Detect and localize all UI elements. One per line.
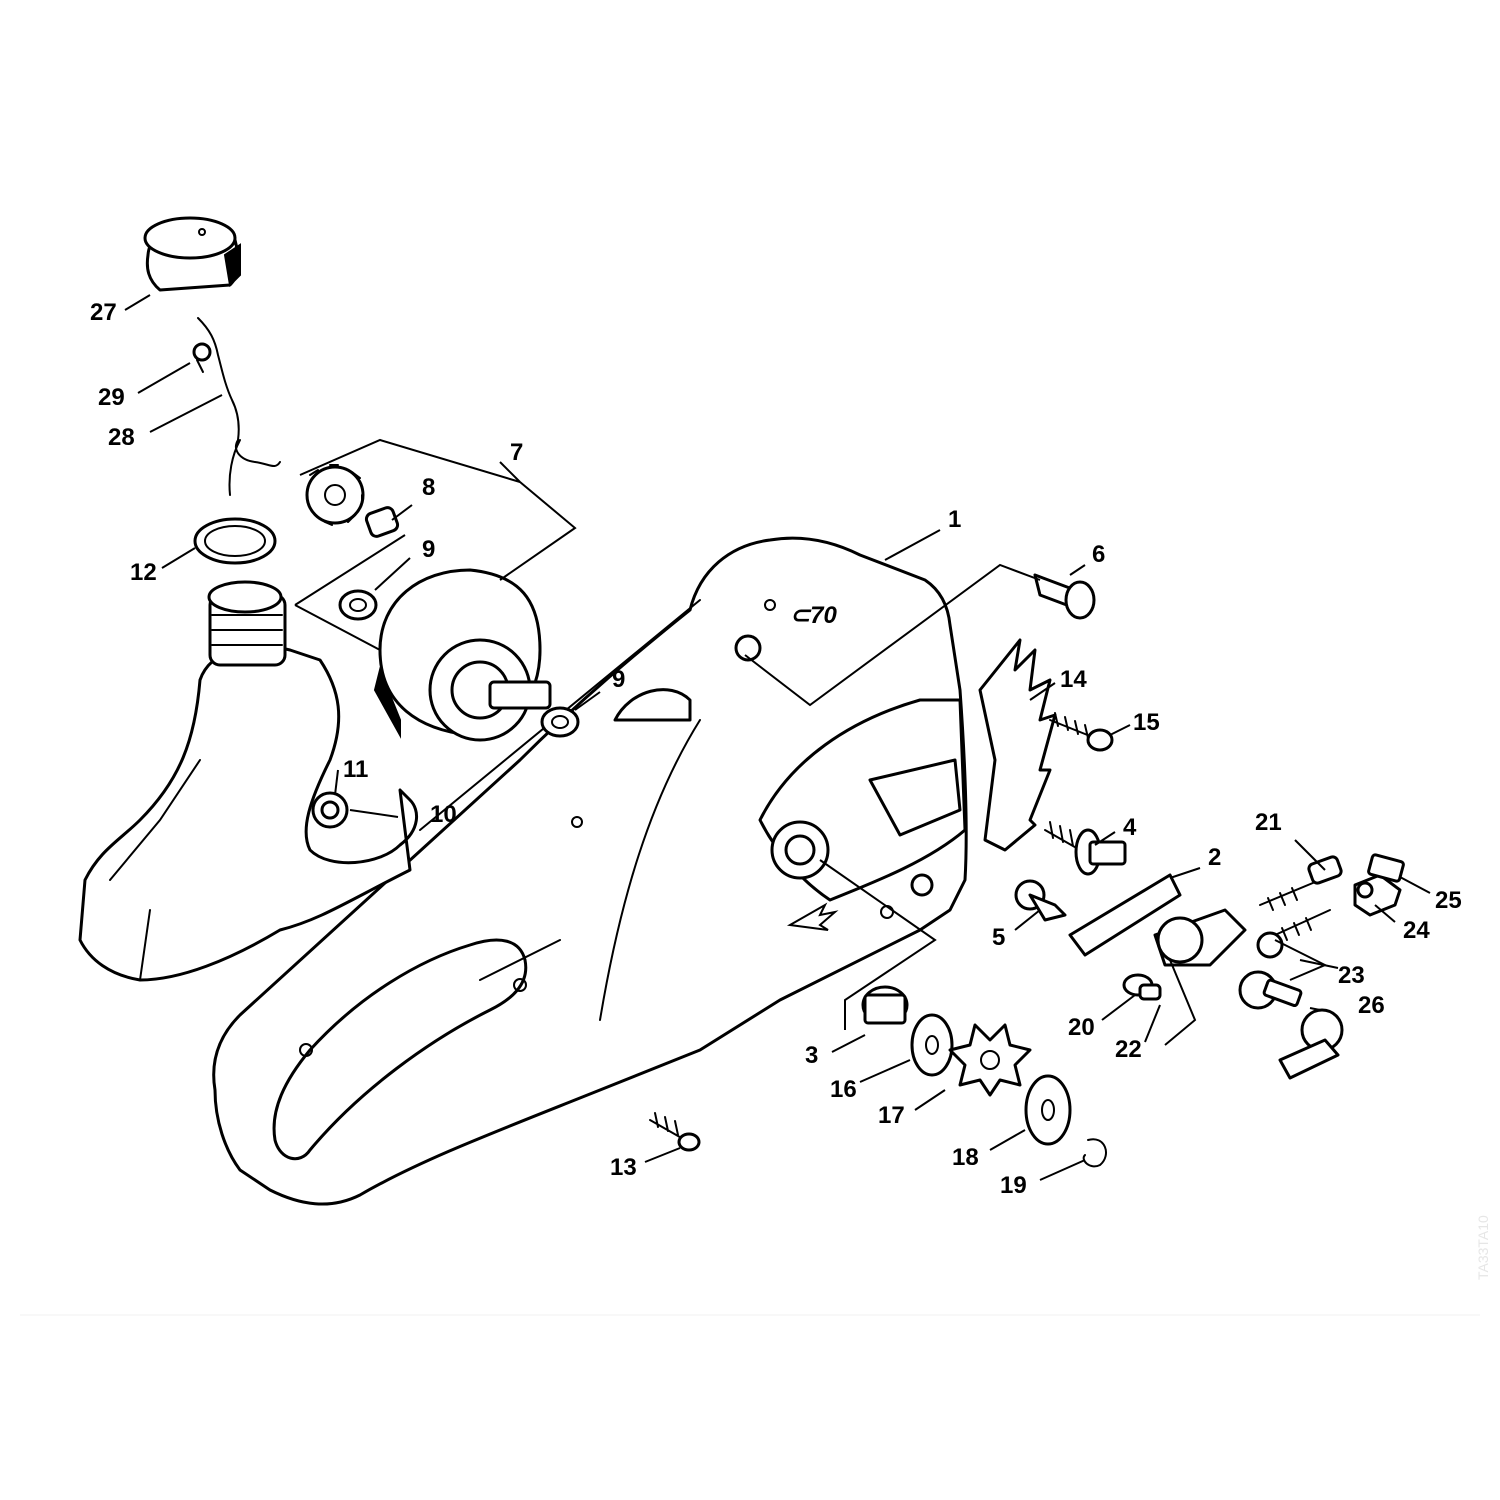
outer-washer bbox=[1024, 1074, 1072, 1146]
callout-23: 23 bbox=[1338, 962, 1365, 989]
tensioner-housing bbox=[1153, 908, 1247, 967]
housing-logo: ⊂70 bbox=[790, 602, 837, 629]
callout-6: 6 bbox=[1092, 541, 1105, 568]
washer-lower bbox=[540, 706, 580, 738]
callout-1: 1 bbox=[948, 506, 961, 533]
callout-18: 18 bbox=[952, 1144, 979, 1171]
collar-nut bbox=[1014, 879, 1067, 922]
collar-stud bbox=[1044, 821, 1127, 876]
oil-tank bbox=[78, 580, 419, 982]
callout-28: 28 bbox=[108, 424, 135, 451]
callout-16: 16 bbox=[830, 1076, 857, 1103]
callout-17: 17 bbox=[878, 1102, 905, 1129]
callout-9-upper: 9 bbox=[422, 536, 435, 563]
callout-24: 24 bbox=[1403, 917, 1430, 944]
bumper-screw bbox=[1049, 712, 1114, 752]
callout-29: 29 bbox=[98, 384, 125, 411]
tensioner-clip bbox=[1367, 853, 1405, 883]
group-bracket-7 bbox=[294, 438, 577, 651]
callout-4: 4 bbox=[1123, 814, 1137, 841]
callout-25: 25 bbox=[1435, 887, 1462, 914]
strap-screw bbox=[192, 342, 212, 373]
oil-filler-cap bbox=[143, 216, 241, 292]
callout-15: 15 bbox=[1133, 709, 1160, 736]
callout-11: 11 bbox=[343, 756, 368, 783]
spiked-bumper bbox=[978, 638, 1057, 852]
needle-cage bbox=[364, 506, 400, 538]
adjusting-screw bbox=[1256, 909, 1331, 959]
e-clip bbox=[1082, 1138, 1107, 1168]
callout-19: 19 bbox=[1000, 1172, 1027, 1199]
grommet bbox=[311, 791, 349, 829]
bushing bbox=[861, 985, 909, 1025]
cover-pin bbox=[1033, 573, 1096, 620]
group-bracket-1-6 bbox=[744, 563, 1041, 707]
housing-screw bbox=[649, 1112, 701, 1152]
callout-12: 12 bbox=[130, 559, 157, 586]
tensioner-gear bbox=[1238, 970, 1344, 1080]
thrust-pad bbox=[1122, 973, 1162, 1001]
callout-10: 10 bbox=[430, 801, 457, 828]
callout-9-lower: 9 bbox=[612, 666, 625, 693]
callout-8: 8 bbox=[422, 474, 435, 501]
slide-block bbox=[1068, 873, 1182, 957]
callout-26: 26 bbox=[1358, 992, 1385, 1019]
watermark: TA33TA10 bbox=[1475, 1215, 1491, 1280]
callout-2: 2 bbox=[1208, 844, 1221, 871]
callout-7: 7 bbox=[510, 439, 523, 466]
callout-3: 3 bbox=[805, 1042, 818, 1069]
tensioner-screw bbox=[1259, 855, 1343, 911]
callout-5: 5 bbox=[992, 924, 1005, 951]
retaining-strap bbox=[197, 317, 281, 496]
thrust-washer bbox=[910, 1013, 954, 1077]
spur-gear bbox=[305, 464, 365, 526]
washer-upper bbox=[338, 589, 378, 621]
sprocket-cover: ⊂70 bbox=[212, 536, 968, 1206]
callout-27: 27 bbox=[90, 299, 117, 326]
drive-sprocket bbox=[948, 1023, 1032, 1097]
leader-lines bbox=[124, 294, 1431, 1181]
callout-20: 20 bbox=[1068, 1014, 1095, 1041]
group-bracket-22 bbox=[1164, 959, 1197, 1046]
callout-13: 13 bbox=[610, 1154, 637, 1181]
callout-22: 22 bbox=[1115, 1036, 1142, 1063]
callout-14: 14 bbox=[1060, 666, 1087, 693]
callout-labels: 27 29 28 7 8 9 12 1 6 9 14 15 11 10 4 21… bbox=[90, 299, 1462, 1199]
group-bracket-3 bbox=[819, 859, 937, 1030]
callout-21: 21 bbox=[1255, 809, 1282, 836]
clutch-drum bbox=[373, 568, 552, 742]
